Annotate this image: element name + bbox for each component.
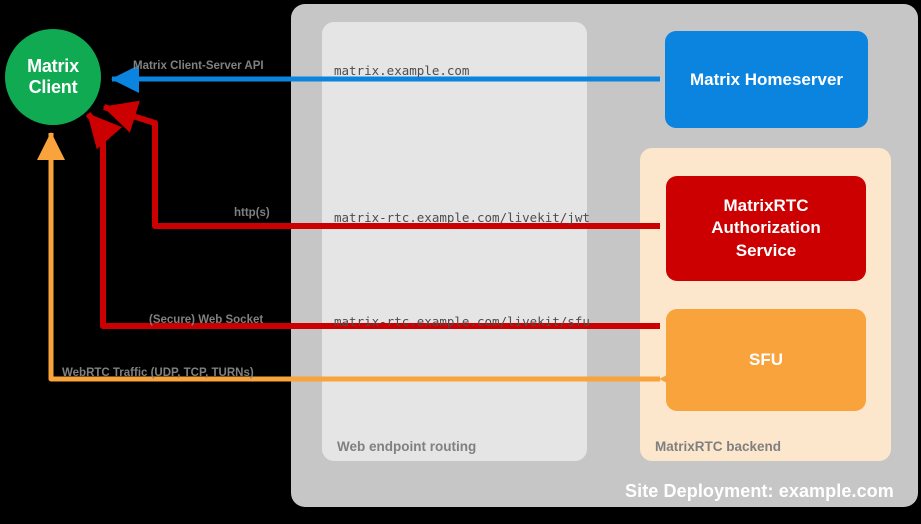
node-sfu[interactable]: SFU (666, 309, 866, 411)
site-deployment-title: Site Deployment: example.com (625, 481, 894, 501)
node-matrix-client[interactable]: Matrix Client (5, 29, 101, 125)
endpoint-url-sfu: matrix-rtc.example.com/livekit/sfu (334, 314, 590, 329)
node-auth-label-line1: MatrixRTC (723, 196, 809, 216)
flow-label-websocket: (Secure) Web Socket (149, 314, 264, 326)
node-matrix-homeserver-label: Matrix Homeserver (689, 69, 844, 89)
node-auth-label-line3: Service (735, 240, 797, 260)
node-matrixrtc-authorization-service[interactable]: MatrixRTC Authorization Service (666, 176, 866, 281)
group-label-web-endpoint-routing: Web endpoint routing (337, 439, 477, 454)
group-label-matrixrtc-backend: MatrixRTC backend (655, 439, 782, 454)
flow-label-http: http(s) (234, 207, 270, 219)
endpoint-url-jwt: matrix-rtc.example.com/livekit/jwt (334, 210, 590, 225)
node-matrix-homeserver[interactable]: Matrix Homeserver (665, 31, 868, 128)
node-matrix-client-label-line1: Matrix (27, 55, 79, 76)
flow-label-webrtc: WebRTC Traffic (UDP, TCP, TURNs) (62, 367, 254, 379)
node-matrix-client-label-line2: Client (28, 77, 78, 97)
flow-arrow-jwt (102, 100, 660, 229)
node-sfu-label: SFU (749, 350, 783, 369)
node-auth-label-line2: Authorization (711, 218, 821, 238)
flow-label-client-server-api: Matrix Client-Server API (133, 60, 264, 72)
flow-arrow-webrtc (37, 132, 688, 393)
endpoint-url-matrix: matrix.example.com (334, 63, 470, 78)
